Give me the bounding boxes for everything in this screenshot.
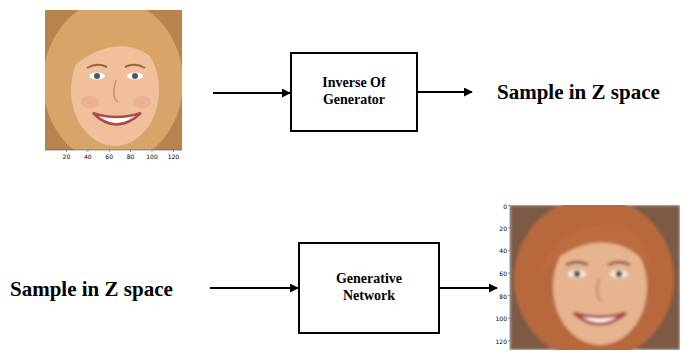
axis-tick-label: 40 <box>499 247 507 254</box>
axis-ticks <box>66 150 173 152</box>
eye <box>568 270 586 278</box>
iris <box>132 73 138 79</box>
axis-tick-label: 60 <box>105 153 113 160</box>
eyebrow <box>608 262 630 265</box>
eyebrow <box>87 65 107 68</box>
axis-tick-label: 0 <box>503 202 507 209</box>
flow-arrow <box>440 287 497 289</box>
nose <box>597 279 602 301</box>
axis-tick-label: 60 <box>499 270 507 277</box>
flow-arrow <box>418 91 472 93</box>
hair <box>45 10 182 150</box>
axis-tick-label: 80 <box>499 292 507 299</box>
flow-arrow <box>213 92 290 94</box>
nose <box>114 80 118 102</box>
cheek <box>81 96 99 108</box>
axis-tick-label: 40 <box>84 153 92 160</box>
eye <box>127 73 143 80</box>
axis-tick-label: 20 <box>499 224 507 231</box>
smile <box>574 313 626 324</box>
eyebrow <box>566 262 588 265</box>
axis-tick-label: 100 <box>496 315 507 322</box>
flow-arrow <box>210 287 298 289</box>
box-label: Generative Network <box>312 271 426 305</box>
eyebrow <box>125 65 145 68</box>
iris <box>94 73 100 79</box>
hair-fringe <box>67 30 163 72</box>
cheek <box>133 96 151 108</box>
eye <box>89 73 105 80</box>
smile <box>93 113 141 125</box>
process-box: Inverse Of Generator <box>290 52 418 132</box>
hair-fringe <box>540 224 650 275</box>
iris <box>574 271 580 277</box>
iris <box>616 271 622 277</box>
space-label: Sample in Z space <box>497 80 660 105</box>
box-label: Inverse Of Generator <box>304 75 404 109</box>
axis-tick-label: 100 <box>146 153 157 160</box>
eye <box>610 270 628 278</box>
process-box: Generative Network <box>298 242 440 334</box>
axis-line <box>45 150 182 151</box>
axis-tick-label: 80 <box>127 153 135 160</box>
axis-tick-label: 20 <box>63 153 71 160</box>
axis-line <box>510 205 511 350</box>
space-label: Sample in Z space <box>10 277 173 302</box>
axis-tick-label: 120 <box>496 337 507 344</box>
axis-tick-label: 120 <box>168 153 179 160</box>
face-photo <box>45 10 182 150</box>
generated-face <box>510 205 680 350</box>
axis-ticks <box>508 206 510 341</box>
hair <box>514 205 674 350</box>
